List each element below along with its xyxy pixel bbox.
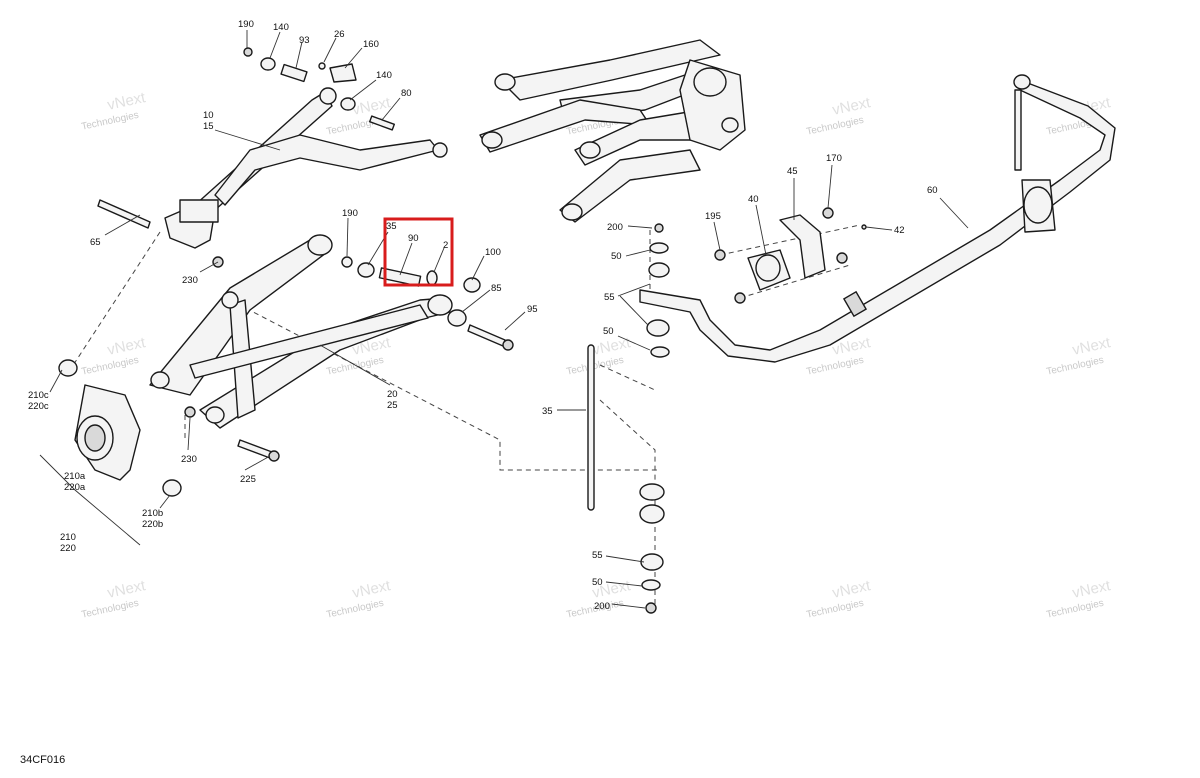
bushing-clamp[interactable]: [714, 207, 867, 304]
label-85: 85: [491, 283, 502, 294]
watermark-line1: vNext: [591, 334, 633, 359]
label-40: 40: [748, 194, 759, 205]
upper-arm-bracket: [179, 199, 219, 223]
label-80: 80: [401, 88, 412, 99]
watermark-line1: vNext: [106, 334, 148, 359]
label-195: 195: [705, 211, 721, 222]
label-90: 90: [408, 233, 419, 244]
label-220c: 220c: [28, 401, 49, 412]
label-65: 65: [90, 237, 101, 248]
watermark-line1: vNext: [1071, 334, 1113, 359]
sway-bar-link[interactable]: [587, 74, 1031, 511]
label-200-top: 200: [607, 222, 623, 233]
label-100: 100: [485, 247, 501, 258]
label-210a: 210a: [64, 471, 86, 482]
knuckle[interactable]: [58, 359, 182, 497]
rear-frame-assembly[interactable]: [479, 39, 746, 223]
watermark-line1: vNext: [1071, 577, 1113, 602]
upper-a-arm[interactable]: [164, 87, 448, 249]
label-220b: 220b: [142, 519, 163, 530]
upper-arm-hardware[interactable]: [97, 47, 396, 229]
watermark-line1: vNext: [351, 577, 393, 602]
watermark-line1: vNext: [831, 577, 873, 602]
label-160: 160: [363, 39, 379, 50]
figure-code: 34CF016: [20, 754, 66, 766]
label-55-bottom: 55: [592, 550, 603, 561]
label-210b: 210b: [142, 508, 163, 519]
label-210c: 210c: [28, 390, 49, 401]
label-45: 45: [787, 166, 798, 177]
label-50-bottom: 50: [592, 577, 603, 588]
label-95: 95: [527, 304, 538, 315]
sway-bar[interactable]: [639, 81, 1116, 363]
label-2: 2: [443, 240, 448, 251]
label-210: 210: [60, 532, 76, 543]
label-35-top: 35: [386, 221, 397, 232]
label-220: 220: [60, 543, 76, 554]
label-200-bottom: 200: [594, 601, 610, 612]
label-190-mid: 190: [342, 208, 358, 219]
label-140-top: 140: [273, 22, 289, 33]
leader-lines: [39, 30, 969, 609]
watermark-line1: vNext: [106, 577, 148, 602]
label-55-top: 55: [604, 292, 615, 303]
label-42: 42: [894, 225, 905, 236]
label-140-mid: 140: [376, 70, 392, 81]
lower-a-arm[interactable]: [149, 234, 453, 429]
label-20: 20: [387, 389, 398, 400]
bushing-stack[interactable]: [639, 223, 670, 614]
watermark-line1: vNext: [831, 94, 873, 119]
label-15: 15: [203, 121, 214, 132]
label-50-top: 50: [611, 251, 622, 262]
watermark-line1: vNext: [106, 89, 148, 114]
part-labels: 190 140 93 26 160 140 80 10 15 65 230 19…: [28, 19, 938, 612]
label-50-mid: 50: [603, 326, 614, 337]
highlight-box: [383, 217, 454, 287]
label-60: 60: [927, 185, 938, 196]
label-230-lower: 230: [181, 454, 197, 465]
label-25: 25: [387, 400, 398, 411]
label-230-upper: 230: [182, 275, 198, 286]
label-26: 26: [334, 29, 345, 40]
label-190-top: 190: [238, 19, 254, 30]
label-225: 225: [240, 474, 256, 485]
label-35-link: 35: [542, 406, 553, 417]
label-170: 170: [826, 153, 842, 164]
label-93: 93: [299, 35, 310, 46]
label-220a: 220a: [64, 482, 86, 493]
label-10: 10: [203, 110, 214, 121]
